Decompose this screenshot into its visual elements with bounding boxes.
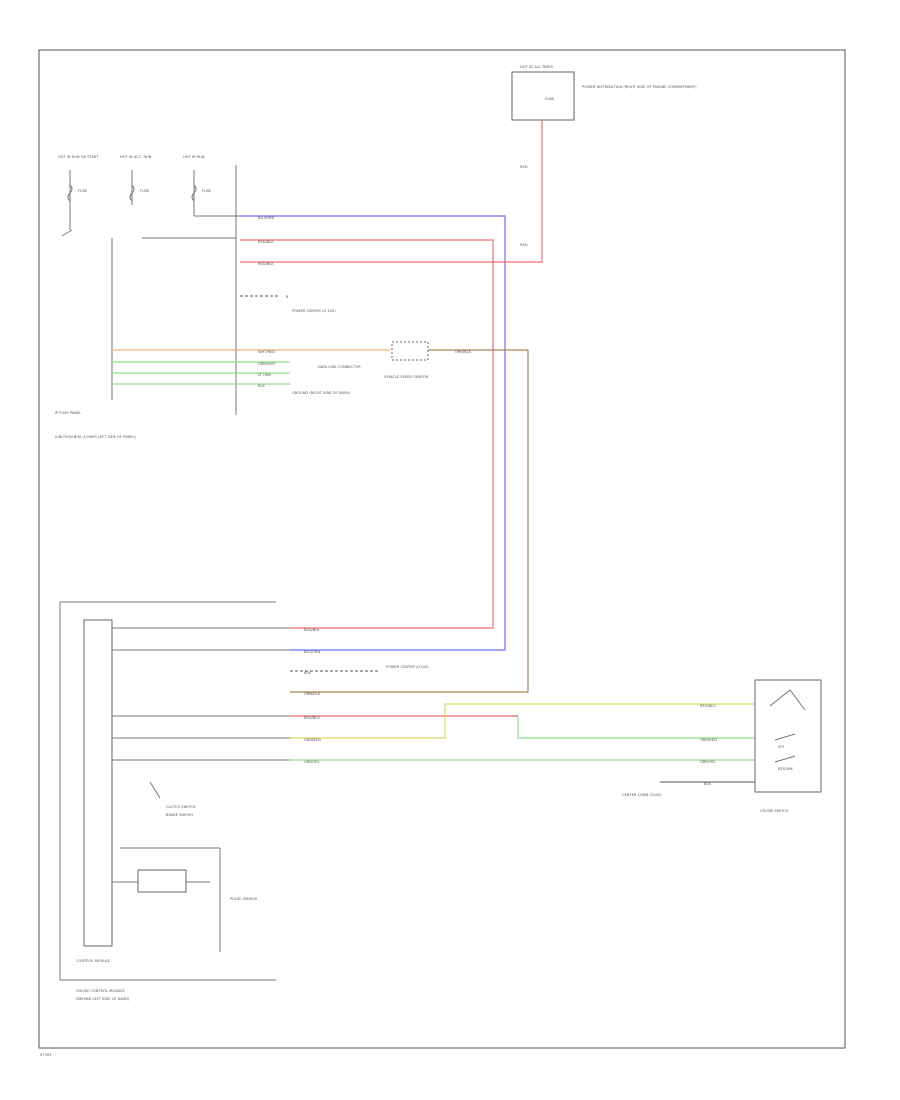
resume-label: RESUME: [778, 767, 794, 771]
hot-run-label: HOT IN RUN: [183, 155, 205, 159]
wire-label-grn-wht: GRN/WHT: [258, 362, 276, 366]
ground-right-label: GROUND (RIGHT SIDE OF DASH): [292, 391, 351, 395]
set-label: SET: [778, 745, 786, 749]
brake-switch-label: BRAKE SWITCH: [166, 813, 193, 817]
clutch-switch-label: CLUTCH SWITCH: [166, 805, 196, 809]
wire-label-blk-3: BLK: [704, 782, 711, 786]
wire-label-grn-yel: GRN/YEL: [304, 760, 320, 764]
wire-orn-blk: [290, 349, 529, 693]
wire-label-blu-orn: BLU/ORN: [258, 216, 274, 220]
wire-label-wht-red: WHT/RED: [258, 350, 275, 354]
wire-label-grn-red-2: GRN/RED: [700, 738, 717, 742]
footer-code: 47393: [40, 1053, 51, 1057]
wire-red-blu: [290, 715, 755, 739]
fuse-label-1: FUSE: [78, 189, 88, 193]
junction-box-label: JUNCTION BOX (LOWER LEFT SIDE OF PANEL): [54, 435, 137, 439]
wire-label-red-blk: RED/BLK: [258, 240, 274, 244]
wire-grn-yel: [290, 703, 755, 739]
fuse-symbols: [61, 170, 240, 237]
pulse-sensor-block: [137, 869, 187, 893]
vehicle-speed-sensor: [391, 341, 429, 361]
cruise-switch-label: CRUISE SWITCH: [760, 809, 789, 813]
b-terminal-label: B: [286, 295, 289, 299]
wire-label-red-blk-2: RED/BLK: [258, 262, 274, 266]
power-distribution-label: POWER DISTRIBUTION (RIGHT SIDE OF ENGINE…: [582, 85, 697, 89]
fuse-label-4: FUSE: [545, 97, 555, 101]
control-module-label: CONTROL MODULE: [76, 959, 111, 963]
wire-label-orn-blk: ORN/BLK: [455, 350, 472, 354]
center-conn-label: CENTER CONN (C200): [622, 793, 662, 797]
clutch-switch-line: [149, 781, 161, 799]
diagram-frame: [38, 49, 846, 1049]
cruise-switch-box: [754, 679, 822, 793]
cruise-switch-contacts: [769, 689, 806, 763]
module-pin-lines: [112, 627, 290, 761]
hot-run-start-label: HOT IN RUN OR START: [58, 155, 99, 159]
wire-label-lt-grn: LT GRN: [258, 373, 271, 377]
wire-blu-orn: [240, 215, 506, 651]
wire-label-red-blk-3: RED/BLK: [304, 628, 320, 632]
wire-label-grn-red: GRN/RED: [304, 738, 321, 742]
ip-fuse-panel-label: IP FUSE PANEL: [55, 411, 81, 415]
control-unit-label: CRUISE CONTROL MODULE: [76, 989, 125, 993]
fuse-label-3: FUSE: [202, 189, 212, 193]
wire-bundle-panel: [112, 349, 390, 385]
wire-label-red-blu: RED/BLU: [304, 716, 320, 720]
wire-label-orn-blk-2: ORN/BLK: [304, 692, 321, 696]
power-distribution-box: [511, 71, 575, 121]
wire-label-grn-yel-2: GRN/YEL: [700, 760, 716, 764]
wire-label-blu-orn-2: BLU/ORN: [304, 650, 320, 654]
module-location-label: (BEHIND LEFT SIDE OF DASH): [76, 997, 130, 1001]
control-module-body: [83, 619, 113, 947]
data-link-label: DATA LINK CONNECTOR: [318, 365, 361, 369]
hot-acc-run-label: HOT IN ACC, RUN: [120, 155, 152, 159]
wire-label-blk-2: BLK: [304, 671, 311, 675]
wire-red-blk: [240, 120, 543, 629]
hot-at-all-times-label: HOT AT ALL TIMES: [520, 65, 554, 69]
speed-sensor-label: VEHICLE SPEED SENSOR: [384, 375, 429, 379]
wire-label-red-blu-2: RED/BLU: [700, 704, 716, 708]
ground-center-label: POWER CENTER (G 100): [292, 309, 336, 313]
fuse-label-2: FUSE: [140, 189, 150, 193]
pulse-sensor-label: PULSE SENSOR: [230, 897, 258, 901]
wire-label-red-2: RED: [520, 243, 528, 247]
wire-label-blk: BLK: [258, 384, 265, 388]
assembly-ground-label: POWER CENTER (G100): [386, 665, 429, 669]
wire-label-red: RED: [520, 165, 528, 169]
